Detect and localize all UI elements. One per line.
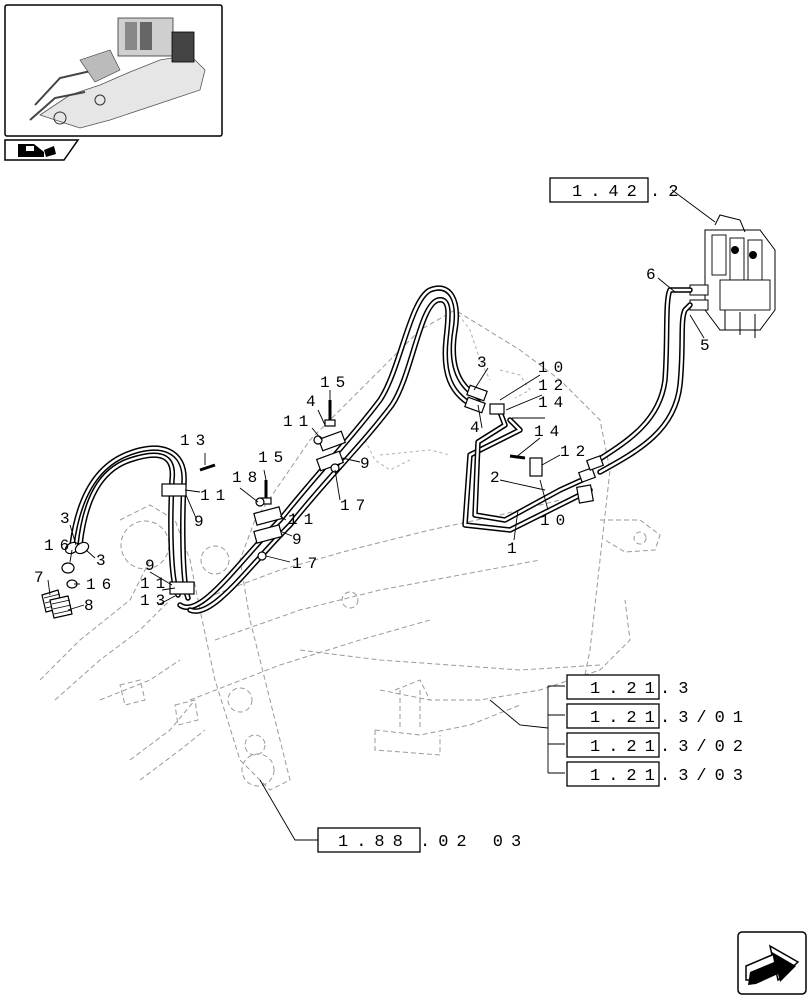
hydraulic-hoses bbox=[69, 285, 693, 614]
control-valve-block bbox=[689, 214, 776, 338]
ref-frame-3-suffix: .3/02 bbox=[660, 738, 751, 757]
callout-3-top: 3 bbox=[477, 354, 493, 372]
ref-frame-2[interactable]: 1.21 .3/01 bbox=[566, 703, 751, 729]
ref-frame-1-suffix: .3 bbox=[660, 680, 696, 699]
callout-12-top: 12 bbox=[538, 377, 569, 395]
callout-12-mid: 12 bbox=[560, 443, 591, 461]
callout-7: 7 bbox=[34, 569, 50, 587]
ref-valve[interactable]: 1.42 .2 bbox=[549, 177, 686, 203]
ref-frame-4-suffix: .3/03 bbox=[660, 767, 751, 786]
machine-frame-ghost bbox=[39, 309, 661, 791]
callout-5: 5 bbox=[700, 337, 716, 355]
callout-4-left: 4 bbox=[306, 393, 322, 411]
callout-labels: 6 5 3 4 10 12 14 14 12 2 10 1 15 4 11 9 … bbox=[34, 266, 716, 615]
callout-10-bottom: 10 bbox=[540, 512, 571, 530]
callout-13-top: 13 bbox=[180, 432, 211, 450]
ref-valve-boxed: 1.42 bbox=[572, 183, 645, 202]
callout-10-top: 10 bbox=[538, 359, 569, 377]
ref-frame-2-suffix: .3/01 bbox=[660, 709, 751, 728]
callout-2: 2 bbox=[490, 469, 506, 487]
loader-nav-icon bbox=[18, 144, 56, 157]
ref-frame-3-boxed: 1.21 bbox=[590, 738, 663, 757]
callout-16-right: 16 bbox=[86, 576, 117, 594]
callout-15-top: 15 bbox=[320, 374, 351, 392]
next-page-button[interactable] bbox=[737, 931, 807, 995]
callout-18: 18 bbox=[232, 469, 263, 487]
callout-13-left: 13 bbox=[140, 592, 171, 610]
callout-4-right: 4 bbox=[470, 419, 486, 437]
ref-boom-suffix: .02 03 bbox=[420, 833, 529, 852]
ref-frame-2-boxed: 1.21 bbox=[590, 709, 663, 728]
machine-overview-thumbnail bbox=[29, 17, 206, 129]
callout-15-mid: 15 bbox=[258, 449, 289, 467]
ref-frame-3[interactable]: 1.21 .3/02 bbox=[566, 732, 751, 758]
next-page-arrow-icon bbox=[745, 944, 800, 985]
callout-11-right: 11 bbox=[288, 511, 319, 529]
leader-lines bbox=[47, 189, 716, 841]
ref-frame-4-boxed: 1.21 bbox=[590, 767, 663, 786]
callout-8: 8 bbox=[84, 597, 100, 615]
ref-boom[interactable]: 1.88 .02 03 bbox=[317, 827, 529, 853]
ref-valve-suffix: .2 bbox=[650, 183, 686, 202]
callout-6: 6 bbox=[646, 266, 662, 284]
callout-9-top: 9 bbox=[360, 455, 376, 473]
callout-3-left-bottom: 3 bbox=[96, 552, 112, 570]
callout-9-right: 9 bbox=[292, 531, 308, 549]
callout-9-left: 9 bbox=[145, 557, 161, 575]
thumbnail-overview[interactable] bbox=[4, 4, 223, 137]
callout-14-mid: 14 bbox=[534, 423, 565, 441]
callout-14-top: 14 bbox=[538, 394, 569, 412]
ref-boom-boxed: 1.88 bbox=[338, 833, 411, 852]
callout-11-top: 11 bbox=[283, 413, 314, 431]
callout-17-top: 17 bbox=[340, 497, 371, 515]
nav-tab[interactable] bbox=[4, 139, 80, 161]
callout-16-left: 16 bbox=[44, 537, 75, 555]
callout-1: 1 bbox=[507, 540, 523, 558]
callout-9-mid: 9 bbox=[194, 513, 210, 531]
ref-frame-4[interactable]: 1.21 .3/03 bbox=[566, 761, 751, 787]
callout-11-mid: 11 bbox=[200, 487, 231, 505]
ref-frame-1[interactable]: 1.21 .3 bbox=[566, 674, 696, 700]
callout-17-mid: 17 bbox=[292, 555, 323, 573]
callout-3-left-top: 3 bbox=[60, 510, 76, 528]
fittings-and-clamps bbox=[41, 384, 605, 619]
callout-11-left: 11 bbox=[140, 575, 171, 593]
ref-frame-1-boxed: 1.21 bbox=[590, 680, 663, 699]
